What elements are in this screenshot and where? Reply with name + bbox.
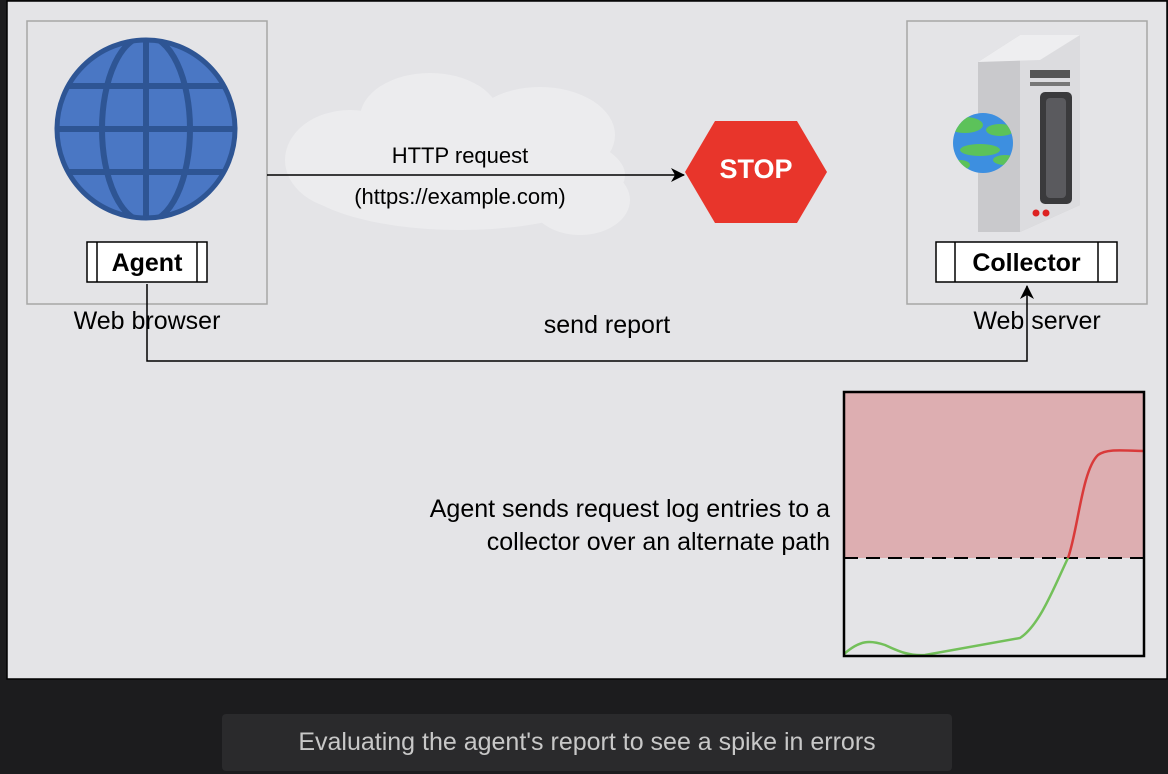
diagram-canvas: Agent Web browser Collector Web server H… <box>6 0 1168 680</box>
description-line-2: collector over an alternate path <box>486 528 830 556</box>
web-browser-caption: Web browser <box>73 307 221 335</box>
caption-bar: Evaluating the agent's report to see a s… <box>222 714 952 771</box>
agent-box <box>86 241 208 283</box>
error-chart <box>842 390 1146 658</box>
collector-label: Collector <box>972 249 1081 277</box>
request-url-label: (https://example.com) <box>354 184 566 209</box>
send-report-path <box>146 284 1034 362</box>
web-server-caption: Web server <box>973 307 1101 335</box>
description-line-1: Agent sends request log entries to a <box>429 495 830 523</box>
globe-icon <box>54 37 238 221</box>
http-request-label: HTTP request <box>391 143 529 168</box>
error-trend-above-threshold <box>1066 449 1144 559</box>
collector-box <box>935 241 1118 283</box>
caption-text: Evaluating the agent's report to see a s… <box>298 728 876 756</box>
server-icon <box>978 35 1080 232</box>
error-threshold-zone <box>844 392 1144 558</box>
send-report-label: send report <box>543 311 671 339</box>
error-trend-below-threshold <box>844 557 1070 656</box>
agent-label: Agent <box>111 249 183 277</box>
stop-sign <box>685 121 827 223</box>
diagram-svg <box>6 0 1168 680</box>
stop-label: STOP <box>719 154 793 184</box>
